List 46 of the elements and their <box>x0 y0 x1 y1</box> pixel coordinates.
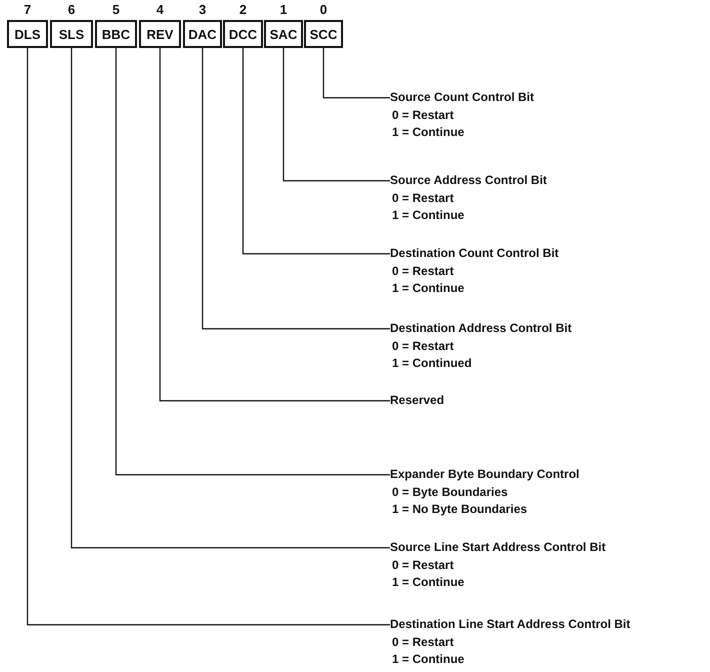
register-bit-field: SCC <box>304 20 343 48</box>
leader-line <box>322 48 390 98</box>
register-bit-field: DAC <box>183 20 222 48</box>
bit-number: 2 <box>238 2 248 17</box>
bit-description: Reserved <box>390 392 444 409</box>
bit-number: 7 <box>22 2 32 17</box>
value-meaning: 0 = Restart <box>391 338 455 354</box>
leader-line <box>282 48 390 182</box>
bit-description: Source Line Start Address Control Bit <box>390 539 606 556</box>
bit-number: 4 <box>155 2 165 17</box>
value-meaning: 1 = Continue <box>391 280 466 297</box>
leader-line <box>242 48 390 254</box>
bit-number: 1 <box>278 2 288 17</box>
register-bit-field: DLS <box>7 20 48 48</box>
leader-line <box>115 48 390 476</box>
value-meaning: 0 = Byte Boundaries <box>391 484 509 500</box>
bit-description: Source Address Control Bit <box>390 172 547 189</box>
bit-description: Destination Count Control Bit <box>390 245 559 262</box>
value-meaning: 1 = Continue <box>391 574 466 591</box>
register-bit-field: REV <box>139 20 181 48</box>
bit-description: Destination Address Control Bit <box>390 320 572 337</box>
value-meaning: 0 = Restart <box>391 106 455 124</box>
register-bit-field: BBC <box>95 20 137 48</box>
value-meaning: 0 = Restart <box>391 634 455 650</box>
value-meaning: 1 = Continue <box>391 124 466 141</box>
bit-number: 6 <box>66 2 76 17</box>
register-bit-field: DCC <box>223 20 263 48</box>
leader-line <box>159 48 390 402</box>
value-meaning: 1 = Continued <box>391 355 473 372</box>
value-meaning: 1 = Continue <box>391 651 466 668</box>
value-meaning: 0 = Restart <box>391 556 455 574</box>
value-meaning: 0 = Restart <box>391 190 455 206</box>
leader-line <box>202 48 390 330</box>
value-meaning: 1 = No Byte Boundaries <box>391 501 528 518</box>
value-meaning: 1 = Continue <box>391 207 466 224</box>
bit-number: 3 <box>198 2 208 17</box>
register-bit-field: SAC <box>264 20 303 48</box>
bit-number: 0 <box>318 2 328 17</box>
leader-line <box>70 48 390 548</box>
leader-line <box>26 48 390 626</box>
bit-description: Destination Line Start Address Control Bit <box>390 616 630 633</box>
bit-description: Expander Byte Boundary Control <box>390 466 580 483</box>
value-meaning: 0 = Restart <box>391 262 455 280</box>
bit-number: 5 <box>111 2 121 17</box>
bit-description: Source Count Control Bit <box>390 89 534 106</box>
register-bit-field: SLS <box>50 20 93 48</box>
